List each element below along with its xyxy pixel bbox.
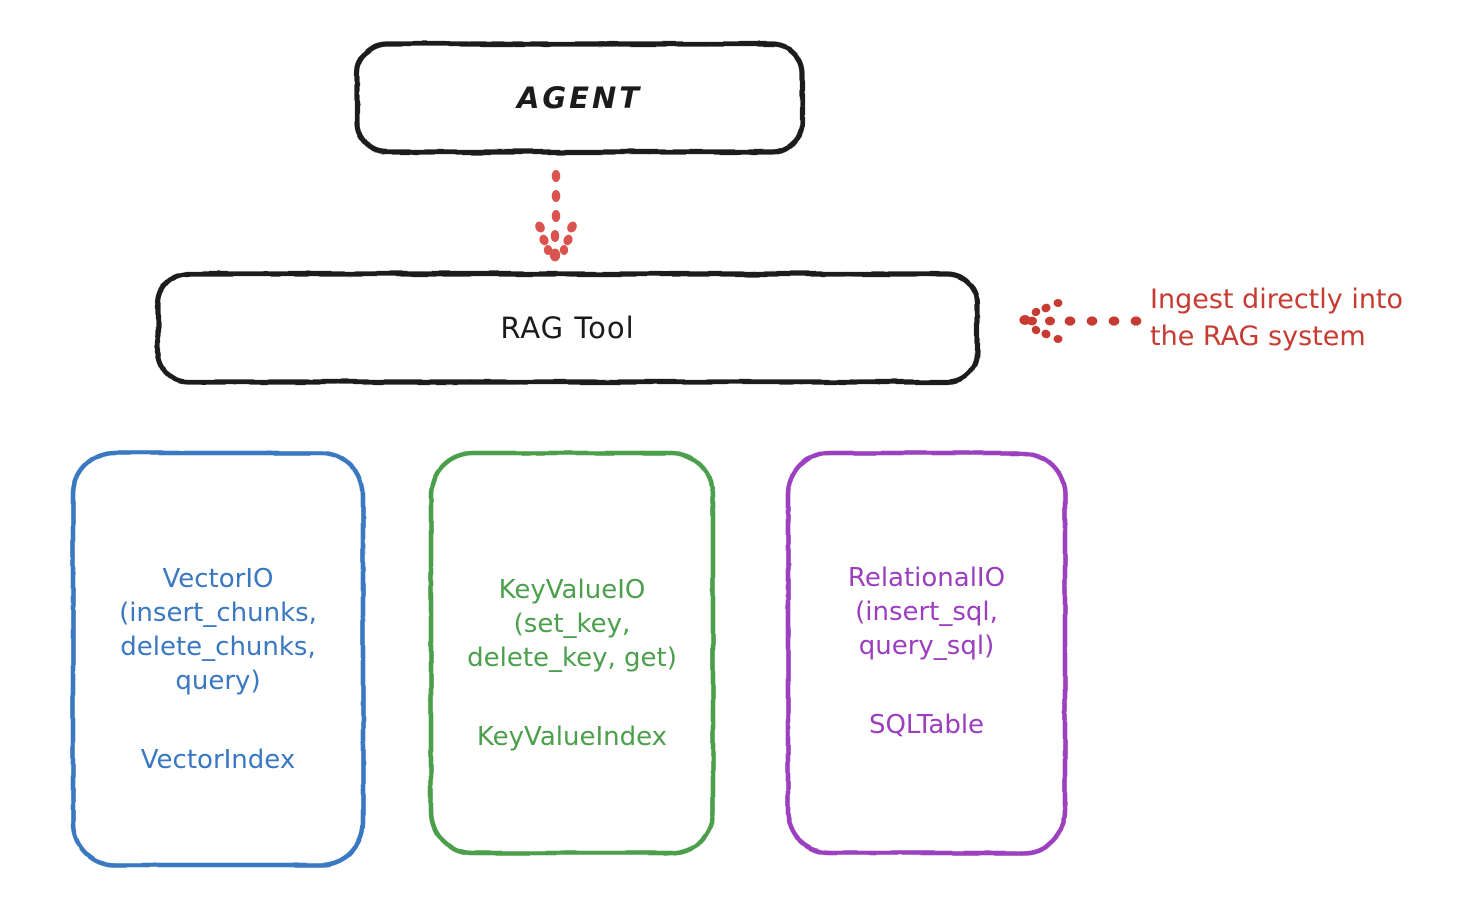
key-value-io-node[interactable]: KeyValueIO (set_key, delete_key, get) Ke… xyxy=(428,450,716,856)
key-value-io-index-label: KeyValueIndex xyxy=(476,721,668,752)
key-value-io-box-outline xyxy=(428,450,716,856)
annotation-to-rag-tool-arrow xyxy=(1019,299,1142,343)
vector-io-node[interactable]: VectorIO (insert_chunks, delete_chunks, … xyxy=(70,450,366,868)
agent-label: AGENT xyxy=(516,81,643,115)
rag-tool-label: RAG Tool xyxy=(500,311,635,345)
agent-to-rag-tool-arrow xyxy=(535,170,577,262)
rag-tool-box-outline xyxy=(155,271,980,385)
vector-io-title: VectorIO (insert_chunks, delete_chunks, … xyxy=(119,564,317,696)
key-value-io-title: KeyValueIO (set_key, delete_key, get) xyxy=(467,575,677,673)
ingest-annotation-text: Ingest directly into the RAG system xyxy=(1150,284,1404,353)
relational-io-box-outline xyxy=(785,450,1068,856)
agent-node[interactable]: AGENT xyxy=(355,42,804,154)
vector-io-box-outline xyxy=(70,450,366,868)
rag-tool-node[interactable]: RAG Tool xyxy=(156,272,979,384)
relational-io-index-label: SQLTable xyxy=(868,709,985,740)
agent-box-outline xyxy=(354,41,805,155)
relational-io-title: RelationalIO (insert_sql, query_sql) xyxy=(847,563,1006,661)
vector-io-index-label: VectorIndex xyxy=(140,744,296,775)
relational-io-node[interactable]: RelationalIO (insert_sql, query_sql) SQL… xyxy=(785,450,1068,856)
